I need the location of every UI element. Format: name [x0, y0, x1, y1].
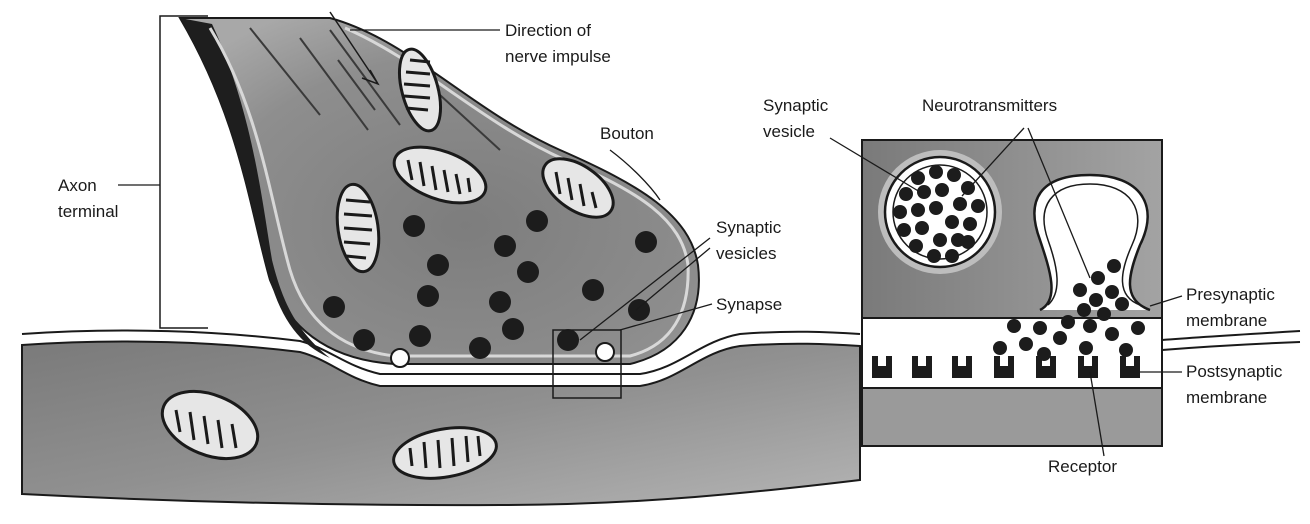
- label-presynaptic-line2: membrane: [1186, 311, 1267, 330]
- label-postsynaptic-line1: Postsynaptic: [1186, 362, 1283, 381]
- label-neurotransmitters: Neurotransmitters: [922, 96, 1057, 115]
- label-axon-line1: Axon: [58, 176, 97, 195]
- axon-terminal-bracket: [160, 16, 208, 328]
- label-synaptic-vesicles-line1: Synaptic: [716, 218, 782, 237]
- label-receptor: Receptor: [1048, 457, 1117, 476]
- label-synaptic-vesicle-line2: vesicle: [763, 122, 815, 141]
- label-bouton: Bouton: [600, 124, 654, 143]
- label-direction-line1: Direction of: [505, 21, 591, 40]
- label-presynaptic-line1: Presynaptic: [1186, 285, 1275, 304]
- label-axon-line2: terminal: [58, 202, 118, 221]
- label-synaptic-vesicles-line2: vesicles: [716, 244, 776, 263]
- label-postsynaptic-line2: membrane: [1186, 388, 1267, 407]
- label-synaptic-vesicle-line1: Synaptic: [763, 96, 829, 115]
- label-direction-line2: nerve impulse: [505, 47, 611, 66]
- label-synapse: Synapse: [716, 295, 782, 314]
